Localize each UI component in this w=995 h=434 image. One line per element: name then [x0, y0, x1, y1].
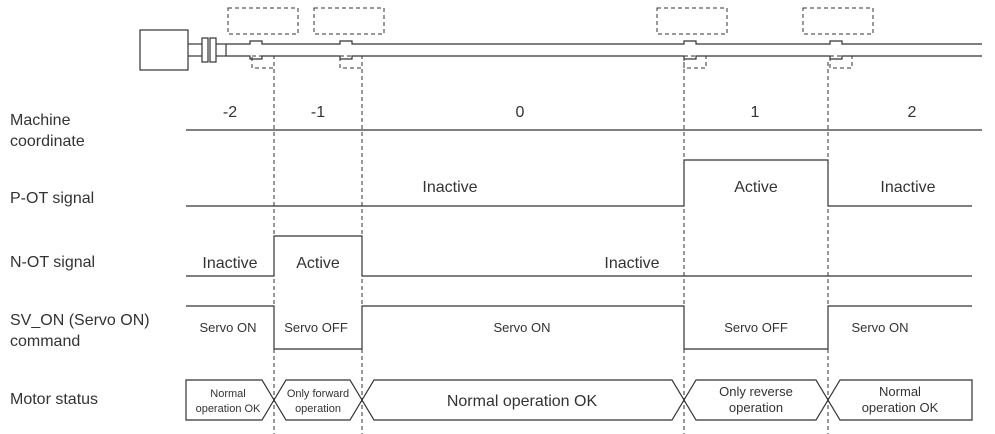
machine-coordinate-label-1: Machine — [10, 112, 71, 129]
mechanism-illustration — [139, 7, 982, 71]
svon-command-label-2: command — [10, 333, 80, 350]
svon-state-label: Servo ON — [493, 320, 550, 335]
not-state-label: Inactive — [604, 255, 659, 272]
svon-state-label: Servo ON — [199, 320, 256, 335]
motor-status-segment — [185, 379, 275, 421]
motor-state-label: operation OK — [862, 400, 939, 415]
motor-status-segment — [827, 379, 973, 421]
shaft — [226, 40, 982, 60]
coordinate-label: -2 — [223, 104, 237, 121]
pot-state-label: Inactive — [422, 179, 477, 196]
svon-state-label: Servo OFF — [284, 320, 348, 335]
pot-waveform — [186, 159, 972, 207]
pot-signal-label: P-OT signal — [10, 190, 94, 207]
machine-coordinate-label-2: coordinate — [10, 133, 85, 150]
svon-state-label: Servo ON — [851, 320, 908, 335]
motor-state-label: operation OK — [196, 403, 261, 415]
not-waveform — [186, 235, 972, 277]
not-state-label: Active — [296, 255, 340, 272]
pot-state-label: Inactive — [880, 179, 935, 196]
motor-status-label: Motor status — [10, 391, 98, 408]
motor-state-label: Normal — [210, 388, 245, 400]
motor-state-label: operation — [295, 403, 341, 415]
motor-status-row: Normal operation OK Only forward operati… — [185, 379, 973, 421]
not-state-label: Inactive — [202, 255, 257, 272]
motor-state-label: Only forward — [287, 388, 349, 400]
coordinate-label: 0 — [516, 104, 525, 121]
pot-signal-row: Inactive Active Inactive — [186, 159, 972, 207]
not-signal-row: Inactive Active Inactive — [186, 235, 972, 277]
motor-state-label: operation — [729, 400, 783, 415]
svon-command-row: Servo ON Servo OFF Servo ON Servo OFF Se… — [186, 305, 972, 350]
pot-state-label: Active — [734, 179, 778, 196]
limit-switch-icon — [227, 7, 874, 69]
coupling-icon — [188, 37, 227, 63]
svon-state-label: Servo OFF — [724, 320, 788, 335]
row-labels: Machine coordinate P-OT signal N-OT sign… — [10, 112, 150, 408]
not-signal-label: N-OT signal — [10, 254, 95, 271]
motor-state-label: Normal — [879, 384, 921, 399]
coordinate-label: 2 — [908, 104, 917, 121]
svon-command-label-1: SV_ON (Servo ON) — [10, 312, 150, 329]
motor-state-label: Normal operation OK — [447, 393, 598, 410]
motor-state-label: Only reverse — [719, 384, 793, 399]
motor-icon — [139, 29, 189, 71]
svon-waveform — [186, 305, 972, 350]
coordinate-label: -1 — [311, 104, 325, 121]
machine-coordinate-row: -2 -1 0 1 2 — [186, 104, 982, 131]
coordinate-label: 1 — [751, 104, 760, 121]
boundary-lines — [273, 62, 829, 434]
